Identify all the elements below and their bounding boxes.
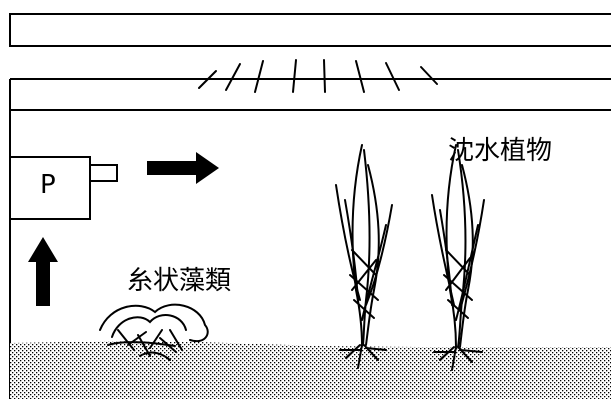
pump-label: P (40, 170, 56, 200)
pump (9, 156, 118, 220)
light-fixture (9, 13, 611, 47)
arrow-right-icon (147, 152, 219, 184)
light-rays-icon (198, 59, 438, 93)
submerged-plant (335, 144, 393, 369)
substrate (10, 341, 611, 399)
algae-clump (99, 303, 209, 361)
submerged-plants-label: 沈水植物 (448, 136, 553, 166)
arrow-up-icon (28, 237, 58, 306)
submerged-plant (431, 144, 485, 371)
filamentous-algae-label: 糸状藻類 (127, 266, 232, 296)
